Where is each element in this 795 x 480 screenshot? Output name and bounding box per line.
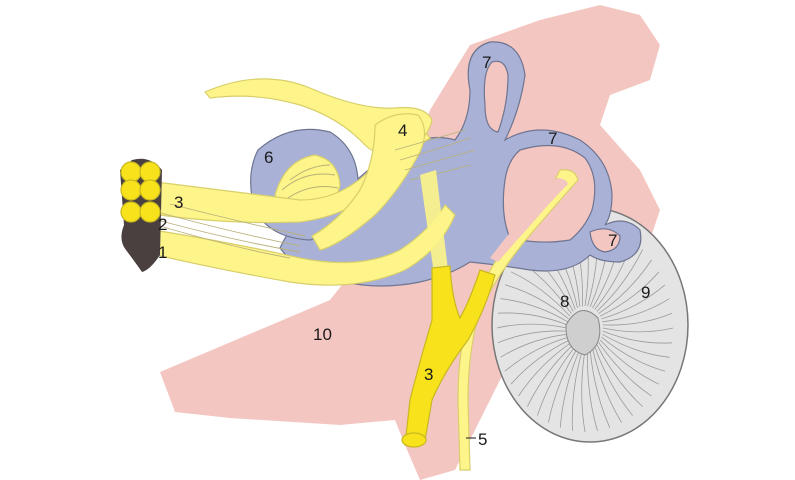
bundle-end-2 <box>139 161 161 183</box>
disc-ray <box>548 347 578 423</box>
disc-ray <box>537 346 576 416</box>
disc-ray <box>518 342 572 397</box>
disc-ray <box>504 284 569 320</box>
disc-ray <box>497 330 568 344</box>
label-8: 8 <box>560 292 569 311</box>
nerve-trunk-lower <box>134 204 456 286</box>
disc-ray <box>598 342 652 397</box>
label-3-lower: 3 <box>424 365 433 384</box>
bundle-end-1 <box>120 161 142 183</box>
label-1: 1 <box>158 243 167 262</box>
disc-ray <box>496 323 568 329</box>
chorda-inner <box>490 178 568 262</box>
label-2: 2 <box>158 215 167 234</box>
disc-ray <box>510 271 571 317</box>
trunk-fibers <box>149 203 306 259</box>
bundle-end-4 <box>139 179 161 201</box>
bundle-end-6 <box>139 201 161 223</box>
label-5: 5 <box>478 430 487 449</box>
disc-ray <box>601 284 666 320</box>
nerve-4-tube <box>311 113 426 251</box>
label-7-middle: 7 <box>548 129 557 148</box>
disc-ray <box>602 298 670 323</box>
disc-ray <box>510 339 571 385</box>
disc-ray <box>596 344 643 407</box>
disc-ray <box>602 312 673 326</box>
disc-ray <box>589 349 611 428</box>
label-10: 10 <box>313 325 332 344</box>
bundle-end-3 <box>120 179 142 201</box>
disc-center <box>565 310 601 356</box>
canal-hole-top <box>483 60 509 133</box>
nerve-bundle-ends <box>120 158 162 272</box>
pale-nerve-track <box>420 170 448 274</box>
canal-hole-small <box>589 228 621 253</box>
disc-ray <box>500 333 568 358</box>
label-7-right: 7 <box>608 231 617 250</box>
disc-ray <box>594 346 633 416</box>
label-6: 6 <box>264 148 273 167</box>
disc-ray <box>581 349 586 433</box>
disc-ray <box>598 259 652 314</box>
disc-ray <box>592 347 622 423</box>
fiber-fan <box>394 129 476 181</box>
bundle-end-5 <box>120 201 142 223</box>
nerve-3-cut-end <box>401 432 427 448</box>
disc-ray <box>601 336 666 372</box>
disc-ray <box>497 312 568 326</box>
label-3-upper: 3 <box>174 193 183 212</box>
disc-ray <box>504 336 569 372</box>
label-4: 4 <box>398 121 407 140</box>
disc-ray <box>602 327 674 333</box>
disc-ray <box>500 298 568 323</box>
disc-ray <box>571 349 583 431</box>
disc-ray <box>599 271 660 317</box>
disc-ray <box>527 344 574 407</box>
nerve-3-descending <box>404 265 496 446</box>
disc-ray <box>602 333 670 358</box>
disc-ray <box>587 349 598 432</box>
disc-ray <box>596 249 643 312</box>
disc-ray <box>599 339 660 385</box>
disc-ray <box>559 348 581 428</box>
label-7-top: 7 <box>482 53 491 72</box>
disc-ray <box>602 330 673 344</box>
label-9: 9 <box>641 283 650 302</box>
